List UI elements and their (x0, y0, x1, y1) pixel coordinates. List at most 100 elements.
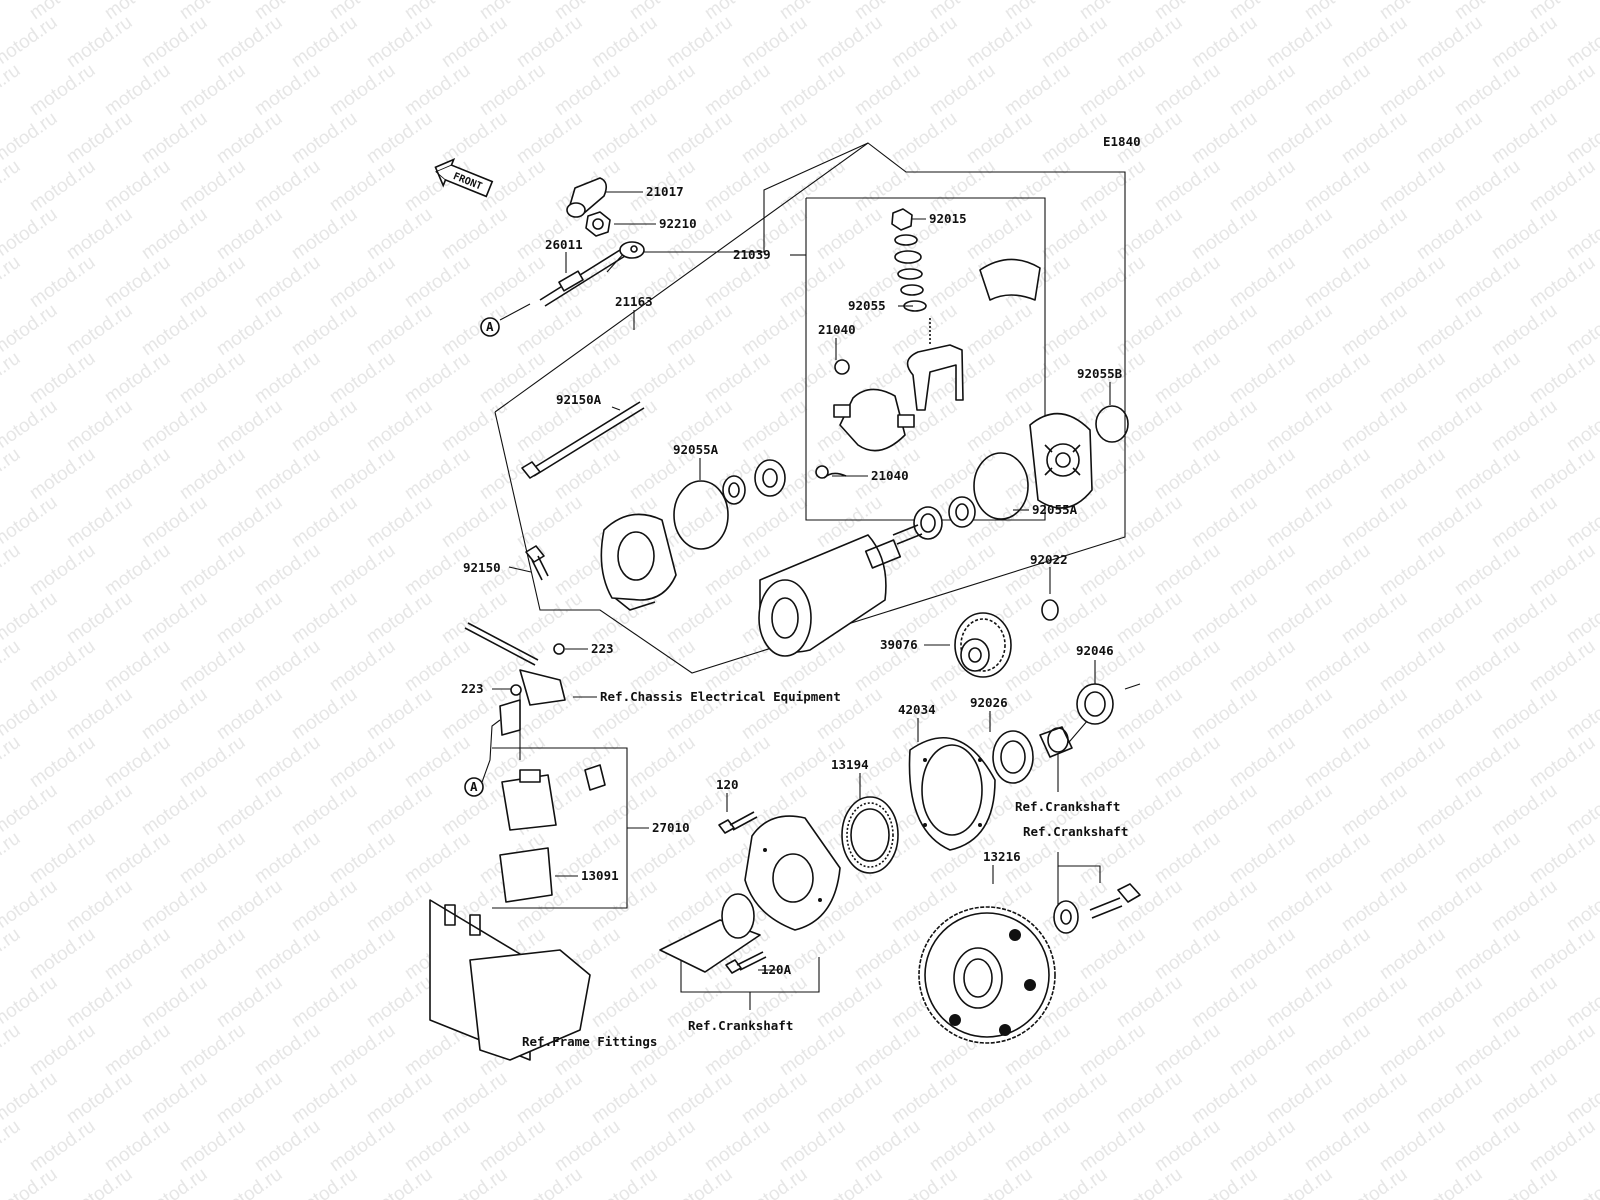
watermark-text: motod.ru (438, 1164, 511, 1200)
watermark-text: motod.ru (1151, 348, 1224, 408)
watermark-text: motod.ru (1488, 396, 1561, 456)
watermark-text: motod.ru (1338, 108, 1411, 168)
watermark-text: motod.ru (813, 972, 886, 1032)
watermark-text: motod.ru (1076, 1116, 1149, 1176)
watermark-text: motod.ru (738, 1164, 811, 1200)
watermark-text: motod.ru (363, 1164, 436, 1200)
watermark-text: motod.ru (438, 204, 511, 264)
watermark-text: motod.ru (1226, 540, 1299, 600)
watermark-text: motod.ru (363, 108, 436, 168)
svg-text:A: A (470, 779, 478, 794)
watermark-text: motod.ru (138, 1164, 211, 1200)
watermark-text: motod.ru (1301, 924, 1374, 984)
watermark-text: motod.ru (138, 780, 211, 840)
watermark-text: motod.ru (1263, 396, 1336, 456)
watermark-text: motod.ru (101, 1116, 174, 1176)
o-ring-92055B (1095, 405, 1129, 443)
watermark-text: motod.ru (1226, 252, 1299, 312)
watermark-text: motod.ru (63, 684, 136, 744)
watermark-text: motod.ru (213, 492, 286, 552)
watermark-text: motod.ru (288, 300, 361, 360)
watermark-text: motod.ru (738, 1068, 811, 1128)
label-42034: 42034 (898, 702, 936, 717)
watermark-text: motod.ru (1151, 1020, 1224, 1080)
watermark-text: motod.ru (176, 444, 249, 504)
watermark-text: motod.ru (1413, 12, 1486, 72)
watermark-text: motod.ru (0, 156, 24, 216)
watermark-text: motod.ru (1188, 684, 1261, 744)
watermark-text: motod.ru (438, 12, 511, 72)
watermark-text: motod.ru (251, 60, 324, 120)
watermark-text: motod.ru (738, 396, 811, 456)
ref-crankshaft-1: Ref.Crankshaft (1015, 799, 1120, 814)
watermark-text: motod.ru (513, 588, 586, 648)
watermark-text: motod.ru (813, 108, 886, 168)
watermark-text: motod.ru (1563, 1164, 1600, 1200)
watermark-text: motod.ru (626, 60, 699, 120)
watermark-text: motod.ru (101, 444, 174, 504)
callout-a-bottom: A (464, 719, 501, 797)
watermark-text: motod.ru (1376, 252, 1449, 312)
watermark-text: motod.ru (851, 60, 924, 120)
watermark-text: motod.ru (326, 732, 399, 792)
watermark-text: motod.ru (1376, 1116, 1449, 1176)
watermark-text: motod.ru (1488, 12, 1561, 72)
ref-crankshaft-2: Ref.Crankshaft (1023, 824, 1128, 839)
watermark-text: motod.ru (176, 828, 249, 888)
watermark-text: motod.ru (138, 396, 211, 456)
watermark-text: motod.ru (1001, 60, 1074, 120)
through-bolt-92150A (521, 401, 645, 479)
watermark-text: motod.ru (1076, 1020, 1149, 1080)
one-way-clutch-13194 (841, 796, 899, 874)
watermark-text: motod.ru (963, 108, 1036, 168)
watermark-text: motod.ru (513, 300, 586, 360)
watermark-text: motod.ru (401, 1116, 474, 1176)
watermark-text: motod.ru (738, 108, 811, 168)
watermark-text: motod.ru (0, 252, 24, 312)
watermark-text: motod.ru (1413, 684, 1486, 744)
watermark-text: motod.ru (1113, 12, 1186, 72)
watermark-text: motod.ru (1338, 204, 1411, 264)
watermark-text: motod.ru (888, 1164, 961, 1200)
watermark-text: motod.ru (1188, 492, 1261, 552)
watermark-text: motod.ru (626, 1116, 699, 1176)
watermark-text: motod.ru (1488, 108, 1561, 168)
watermark-text: motod.ru (1263, 1068, 1336, 1128)
watermark-text: motod.ru (1413, 204, 1486, 264)
watermark-text: motod.ru (1301, 348, 1374, 408)
label-120A: 120A (761, 962, 792, 977)
chassis-bracket (464, 622, 566, 736)
bearing-pair-left (722, 459, 786, 505)
watermark-text: motod.ru (1338, 300, 1411, 360)
watermark-text: motod.ru (288, 108, 361, 168)
watermark-text: motod.ru (26, 924, 99, 984)
watermark-text: motod.ru (251, 924, 324, 984)
watermark-text: motod.ru (1413, 780, 1486, 840)
watermark-text: motod.ru (1526, 924, 1599, 984)
watermark-text: motod.ru (1451, 348, 1524, 408)
watermark-text: motod.ru (1226, 60, 1299, 120)
label-92055A-right: 92055A (1032, 502, 1078, 517)
watermark-text: motod.ru (1263, 684, 1336, 744)
watermark-text: motod.ru (1376, 732, 1449, 792)
watermark-text: motod.ru (663, 108, 736, 168)
watermark-text: motod.ru (1413, 1068, 1486, 1128)
watermark-text: motod.ru (0, 444, 24, 504)
watermark-text: motod.ru (176, 60, 249, 120)
watermark-text: motod.ru (363, 396, 436, 456)
needle-bearing-92046 (1076, 683, 1141, 725)
watermark-text: motod.ru (138, 300, 211, 360)
watermark-text: motod.ru (363, 12, 436, 72)
label-92015: 92015 (929, 211, 967, 226)
watermark-text: motod.ru (1488, 972, 1561, 1032)
watermark-text: motod.ru (1151, 1116, 1224, 1176)
watermark-text: motod.ru (1301, 1020, 1374, 1080)
watermark-text: motod.ru (101, 348, 174, 408)
watermark-text: motod.ru (213, 108, 286, 168)
watermark-text: motod.ru (663, 204, 736, 264)
watermark-text: motod.ru (438, 588, 511, 648)
watermark-text: motod.ru (813, 12, 886, 72)
label-27010: 27010 (652, 820, 690, 835)
watermark-text: motod.ru (1001, 348, 1074, 408)
watermark-text: motod.ru (551, 1116, 624, 1176)
